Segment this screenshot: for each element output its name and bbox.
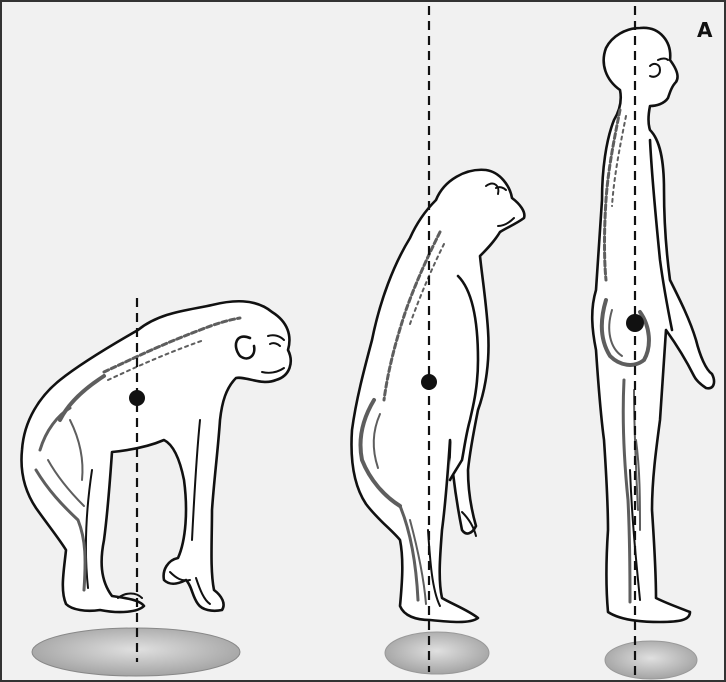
panel-label: A: [697, 18, 712, 42]
chimpanzee-center-of-mass: [129, 390, 145, 406]
human-figure: [592, 28, 714, 622]
ground-patch-hominin: [385, 632, 489, 674]
hominin-center-of-mass: [421, 374, 437, 390]
human-center-of-mass: [626, 314, 644, 332]
ground-patch-human: [605, 641, 697, 679]
